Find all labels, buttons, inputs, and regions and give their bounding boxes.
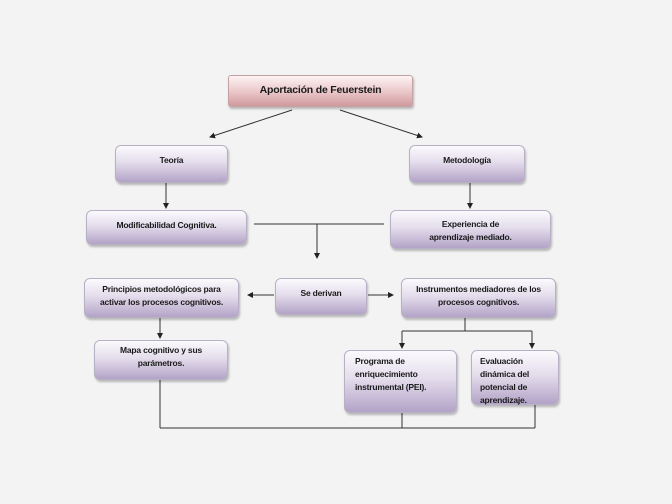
node-mapa-cognitivo: Mapa cognitivo y sus parámetros. <box>94 340 228 380</box>
node-se-derivan: Se derivan <box>275 278 367 315</box>
node-metodologia: Metodología <box>409 145 525 183</box>
node-evaluacion-dinamica: Evaluación dinámica del potencial de apr… <box>471 350 559 405</box>
node-experiencia: Experiencia de aprendizaje mediado. <box>390 210 551 249</box>
node-principios: Principios metodológicos para activar lo… <box>84 278 239 318</box>
node-programa-pei: Programa de enriquecimiento instrumental… <box>344 350 457 413</box>
node-modificabilidad: Modificabilidad Cognitiva. <box>86 210 247 245</box>
node-teoria: Teoría <box>115 145 228 183</box>
node-instrumentos: Instrumentos mediadores de los procesos … <box>401 278 556 318</box>
node-aportacion-feuerstein: Aportación de Feuerstein <box>228 75 413 107</box>
